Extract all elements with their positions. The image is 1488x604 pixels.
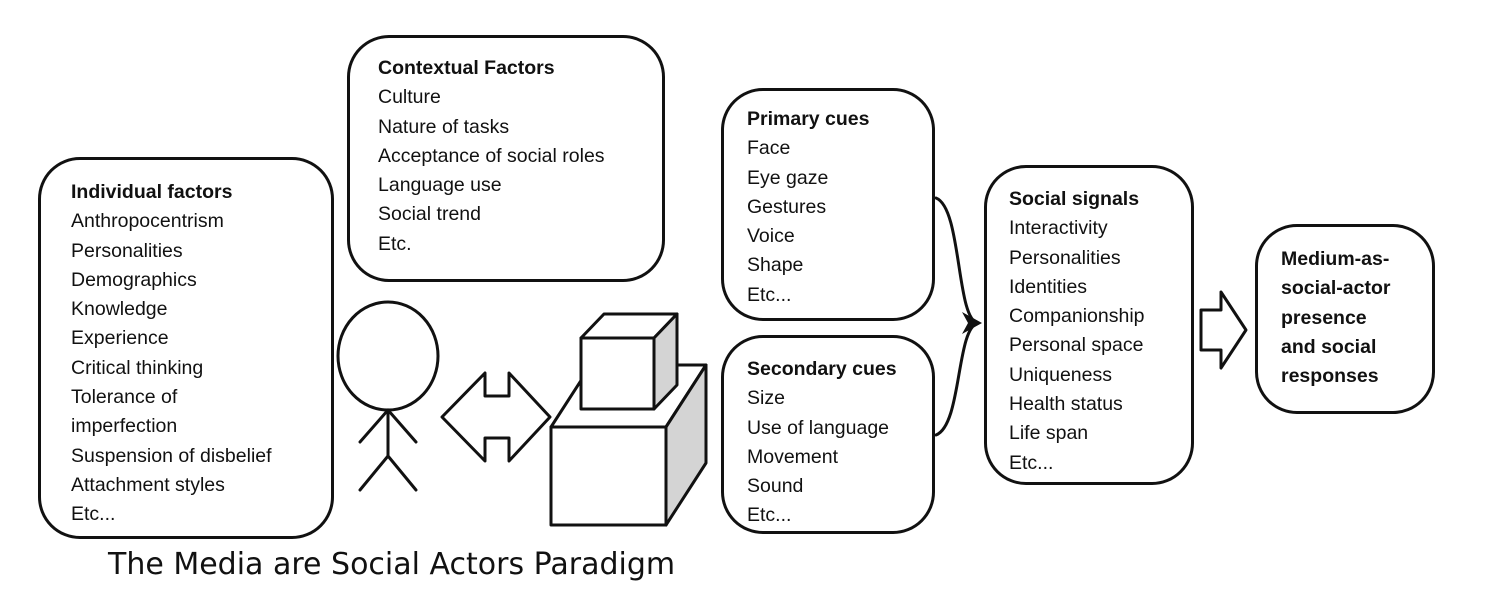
- list-item: Language use: [378, 174, 502, 197]
- small-cube-front: [579, 336, 656, 411]
- list-item: Etc.: [378, 232, 412, 255]
- list-item: Etc...: [747, 283, 792, 306]
- stick-figure-left-leg: [358, 454, 390, 492]
- list-item: Companionship: [1009, 305, 1145, 328]
- social-signals-box: Social signals Interactivity Personaliti…: [984, 165, 1194, 485]
- stick-figure-left-arm: [358, 408, 390, 444]
- list-item: Experience: [71, 327, 169, 350]
- list-item: Attachment styles: [71, 473, 225, 496]
- secondary-cues-box: Secondary cues Size Use of language Move…: [721, 335, 935, 534]
- double-arrow-icon: [440, 371, 552, 463]
- list-item: Personalities: [71, 239, 183, 262]
- list-item: Critical thinking: [71, 356, 204, 379]
- large-cube-front: [549, 425, 668, 527]
- list-item: Eye gaze: [747, 166, 829, 189]
- outcome-box: Medium-as- social-actor presence and soc…: [1255, 224, 1435, 414]
- stick-figure-right-leg: [386, 454, 418, 492]
- list-item: Movement: [747, 445, 839, 468]
- list-item: Gestures: [747, 195, 827, 218]
- list-item: Size: [747, 387, 785, 410]
- list-item: Personal space: [1009, 334, 1144, 357]
- contextual-factors-title: Contextual Factors: [378, 57, 555, 79]
- social-signals-list: Interactivity Personalities Identities C…: [1009, 214, 1191, 478]
- stick-figure-right-arm: [386, 408, 418, 444]
- media-cubes-icon: [549, 312, 708, 527]
- secondary-cues-title: Secondary cues: [747, 358, 897, 380]
- list-item: Uniqueness: [1009, 363, 1112, 386]
- list-item: Voice: [747, 225, 795, 248]
- list-item: Demographics: [71, 268, 197, 291]
- list-item: Etc...: [1009, 451, 1054, 474]
- list-item: Face: [747, 137, 791, 160]
- contextual-factors-list: Culture Nature of tasks Acceptance of so…: [378, 83, 662, 259]
- social-signals-title: Social signals: [1009, 188, 1140, 210]
- list-item: Knowledge: [71, 298, 168, 321]
- list-item: Social trend: [378, 203, 481, 226]
- list-item: Etc...: [747, 504, 792, 527]
- primary-to-signals-connector: [934, 196, 980, 325]
- list-item: imperfection: [71, 415, 178, 438]
- individual-factors-box: Individual factors Anthropocentrism Pers…: [38, 157, 334, 539]
- list-item: Health status: [1009, 393, 1123, 416]
- individual-factors-title: Individual factors: [71, 181, 233, 203]
- list-item: Nature of tasks: [378, 115, 510, 138]
- secondary-cues-list: Size Use of language Movement Sound Etc.…: [747, 384, 932, 530]
- outcome-title: Medium-as- social-actor presence and soc…: [1281, 248, 1391, 388]
- list-item: Etc...: [71, 503, 116, 526]
- list-item: Personalities: [1009, 246, 1121, 269]
- stick-figure-head: [336, 300, 440, 412]
- list-item: Culture: [378, 86, 441, 109]
- list-item: Tolerance of: [71, 386, 178, 409]
- list-item: Shape: [747, 254, 804, 277]
- list-item: Life span: [1009, 422, 1089, 445]
- connector-arrowhead: [962, 312, 982, 334]
- list-item: Suspension of disbelief: [71, 444, 272, 467]
- primary-cues-list: Face Eye gaze Gestures Voice Shape Etc..…: [747, 134, 932, 310]
- list-item: Sound: [747, 475, 804, 498]
- list-item: Identities: [1009, 275, 1088, 298]
- list-item: Use of language: [747, 416, 890, 439]
- individual-factors-list: Anthropocentrism Personalities Demograph…: [71, 207, 331, 529]
- block-arrow-icon: [1199, 290, 1248, 370]
- primary-cues-box: Primary cues Face Eye gaze Gestures Voic…: [721, 88, 935, 321]
- list-item: Acceptance of social roles: [378, 144, 605, 167]
- primary-cues-title: Primary cues: [747, 108, 870, 130]
- secondary-to-signals-connector: [934, 321, 980, 437]
- stick-figure-icon: [336, 300, 440, 492]
- contextual-factors-box: Contextual Factors Culture Nature of tas…: [347, 35, 665, 282]
- list-item: Interactivity: [1009, 217, 1108, 240]
- diagram-caption: The Media are Social Actors Paradigm: [108, 547, 676, 582]
- list-item: Anthropocentrism: [71, 210, 224, 233]
